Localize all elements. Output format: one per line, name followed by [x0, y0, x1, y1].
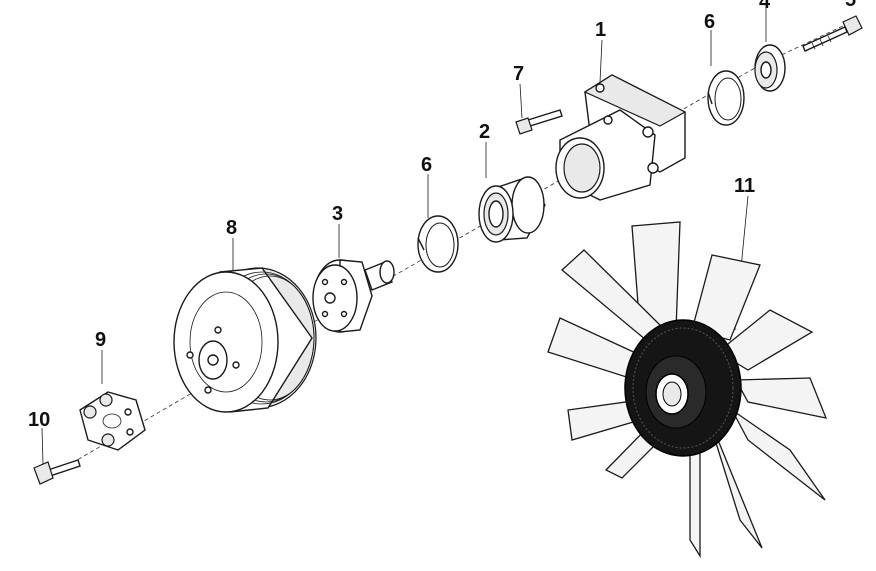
part-11-fan	[547, 221, 828, 559]
part-8-pulley	[173, 267, 317, 413]
callout-8: 8	[226, 217, 238, 239]
callout-4: 4	[759, 0, 771, 13]
callout-1: 1	[595, 19, 607, 41]
callout-10: 10	[28, 409, 51, 431]
callout-2: 2	[479, 121, 491, 143]
callout-3: 3	[332, 203, 344, 225]
part-5-bolt	[802, 15, 863, 52]
callout-11: 11	[734, 175, 756, 197]
callout-6-upper: 6	[704, 11, 716, 33]
part-2-bearing	[478, 176, 546, 243]
callout-7: 7	[513, 63, 525, 85]
part-7-bolt	[515, 109, 563, 135]
callout-6-lower: 6	[421, 154, 433, 176]
callout-9: 9	[95, 329, 107, 351]
part-6-snap-ring-lower	[417, 215, 459, 273]
part-9-flange	[79, 391, 146, 451]
part-6-snap-ring-upper	[707, 70, 745, 126]
part-3-hub	[312, 259, 395, 333]
part-4-washer	[754, 44, 786, 92]
part-10-bolt	[33, 459, 81, 485]
callout-5: 5	[845, 0, 857, 11]
part-1-housing	[555, 74, 687, 201]
